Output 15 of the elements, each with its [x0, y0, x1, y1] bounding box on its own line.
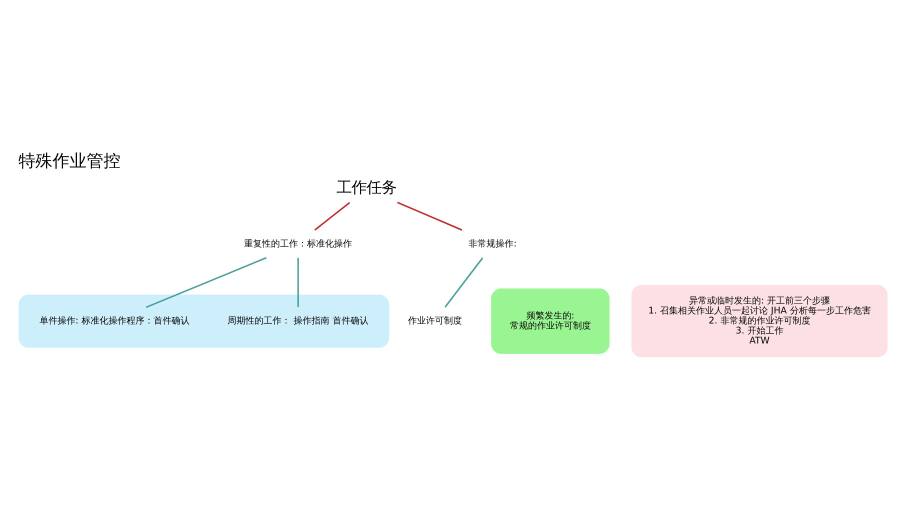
connector: [146, 256, 267, 308]
node-text: 作业许可制度: [408, 315, 462, 326]
node-box: 频繁发生的: 常规的作业许可制度: [491, 288, 610, 354]
node-text: 单件操作: 标准化操作程序：首件确认: [39, 315, 190, 326]
connector: [297, 257, 299, 307]
node-text: 重复性的工作：标准化操作: [244, 238, 352, 249]
node-text: 工作任务: [336, 178, 397, 196]
connector: [444, 256, 484, 308]
connector: [314, 201, 350, 230]
connector: [397, 201, 462, 230]
node-text: 非常规操作:: [468, 238, 517, 249]
node-box: 异常或临时发生的: 开工前三个步骤 1. 召集相关作业人员一起讨论 JHA 分析每一步工作危害 2. 非常规的作业许可制度 3. 开始工作 ATW: [631, 284, 888, 357]
node-text: 周期性的工作： 操作指南 首件确认: [228, 315, 369, 326]
diagram-title: 特殊作业管控: [18, 150, 120, 170]
cluster: [18, 294, 390, 348]
